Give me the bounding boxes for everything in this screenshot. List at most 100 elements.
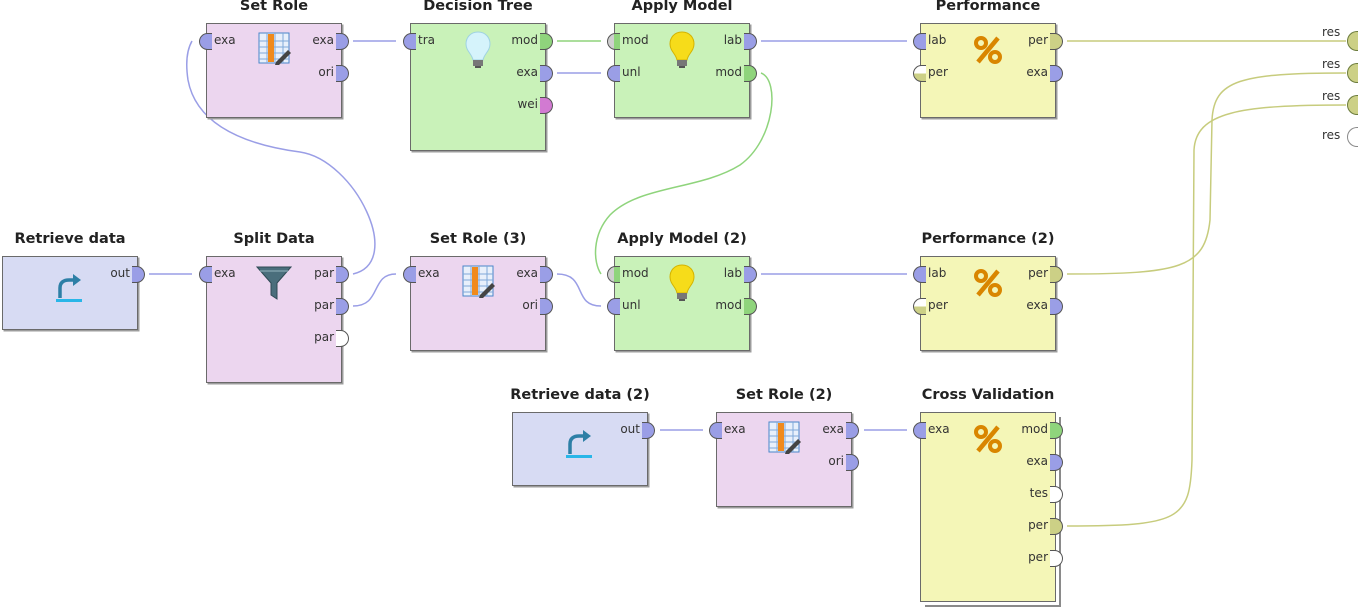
operator-title: Decision Tree: [423, 0, 533, 14]
operator-body[interactable]: [920, 23, 1056, 118]
wire-split-setrole3[interactable]: [352, 273, 397, 307]
port-in-exa[interactable]: [403, 266, 416, 283]
port-out-mod[interactable]: [744, 298, 757, 315]
port-out-exa[interactable]: [540, 65, 553, 82]
port-in-mod[interactable]: [607, 33, 620, 50]
wire-split-setrole[interactable]: [186, 40, 376, 275]
port-out-exa[interactable]: [846, 422, 859, 439]
port-out-exa[interactable]: [540, 266, 553, 283]
port-label: mod: [1021, 422, 1048, 436]
port-in-exa[interactable]: [199, 33, 212, 50]
operator-performance-2[interactable]: Performance (2) lab per per exa: [913, 231, 1063, 351]
port-label: lab: [928, 266, 947, 280]
port-label: mod: [715, 65, 742, 79]
port-in-per[interactable]: [913, 298, 926, 315]
port-label: exa: [516, 266, 538, 280]
port-out-out[interactable]: [132, 266, 145, 283]
port-out-par[interactable]: [336, 330, 349, 347]
port-in-unl[interactable]: [607, 298, 620, 315]
port-out-mod[interactable]: [540, 33, 553, 50]
port-label: exa: [418, 266, 440, 280]
operator-title: Set Role (3): [429, 231, 527, 247]
port-out-out[interactable]: [642, 422, 655, 439]
port-in-exa[interactable]: [199, 266, 212, 283]
port-label: wei: [517, 97, 538, 111]
port-out-wei[interactable]: [540, 97, 553, 114]
operator-apply-model-2[interactable]: Apply Model (2) mod unl lab mod: [607, 231, 757, 351]
port-out-per[interactable]: [1050, 550, 1063, 567]
port-out-par[interactable]: [336, 266, 349, 283]
port-in-per[interactable]: [913, 65, 926, 82]
port-out-tes[interactable]: [1050, 486, 1063, 503]
operator-apply-model[interactable]: Apply Model mod unl lab mod: [607, 0, 757, 118]
port-label: per: [928, 298, 948, 312]
operator-title: Apply Model: [631, 0, 733, 14]
port-out-per[interactable]: [1050, 33, 1063, 50]
port-out-exa[interactable]: [336, 33, 349, 50]
percent-icon: [974, 269, 1002, 297]
operator-title: Performance (2): [921, 231, 1055, 247]
lightbulb-on-icon: [669, 31, 695, 68]
port-out-ori[interactable]: [540, 298, 553, 315]
operator-cross-validation[interactable]: Cross Validation exa mod exa tes per per: [913, 387, 1063, 602]
port-in-lab[interactable]: [913, 33, 926, 50]
operator-retrieve-data-2[interactable]: Retrieve data (2) out: [510, 387, 655, 486]
wire-applymodel-applymodel2[interactable]: [594, 72, 773, 275]
operator-body[interactable]: [920, 412, 1056, 602]
port-label: out: [110, 266, 130, 280]
port-out-ori[interactable]: [846, 454, 859, 471]
port-out-lab[interactable]: [744, 33, 757, 50]
operator-title: Cross Validation: [921, 387, 1055, 403]
result-port-label: res: [1322, 89, 1341, 103]
operator-title: Retrieve data (2): [510, 387, 650, 403]
operator-title: Retrieve data: [14, 231, 126, 247]
wire-performance2-result[interactable]: [1066, 72, 1347, 275]
operator-retrieve-data[interactable]: Retrieve data out: [2, 231, 145, 330]
operator-decision-tree[interactable]: Decision Tree tra mod exa wei: [403, 0, 553, 151]
operator-performance[interactable]: Performance lab per per exa: [913, 0, 1063, 118]
port-in-lab[interactable]: [913, 266, 926, 283]
port-out-per[interactable]: [1050, 518, 1063, 535]
port-label: per: [928, 65, 948, 79]
port-out-exa[interactable]: [1050, 65, 1063, 82]
port-label: lab: [723, 266, 742, 280]
port-label: exa: [516, 65, 538, 79]
port-in-mod[interactable]: [607, 266, 620, 283]
port-out-ori[interactable]: [336, 65, 349, 82]
port-label: per: [1028, 33, 1048, 47]
port-out-lab[interactable]: [744, 266, 757, 283]
operator-title: Set Role (2): [735, 387, 833, 403]
port-out-mod[interactable]: [744, 65, 757, 82]
port-label: par: [314, 330, 334, 344]
port-label: out: [620, 422, 640, 436]
port-out-per[interactable]: [1050, 266, 1063, 283]
wire-setrole3-applymodel2[interactable]: [556, 273, 602, 307]
operator-split-data[interactable]: Split Data exa par par par: [199, 231, 349, 383]
port-in-exa[interactable]: [913, 422, 926, 439]
port-out-par[interactable]: [336, 298, 349, 315]
operator-title: Split Data: [233, 231, 315, 247]
funnel-icon: [256, 266, 292, 300]
operator-title: Apply Model (2): [617, 231, 747, 247]
port-out-exa[interactable]: [1050, 298, 1063, 315]
port-label: per: [1028, 266, 1048, 280]
operator-body[interactable]: [2, 256, 138, 330]
operator-set-role-2[interactable]: Set Role (2) exa exa ori: [709, 387, 859, 507]
port-label: exa: [1026, 298, 1048, 312]
port-in-exa[interactable]: [709, 422, 722, 439]
port-label: exa: [822, 422, 844, 436]
operator-set-role-3[interactable]: Set Role (3) exa exa ori: [403, 231, 553, 351]
wire-crossvalidation-result[interactable]: [1066, 104, 1347, 527]
port-out-mod[interactable]: [1050, 422, 1063, 439]
operator-set-role[interactable]: Set Role exa exa ori: [199, 0, 349, 118]
lightbulb-off-icon: [465, 31, 491, 68]
port-label: lab: [928, 33, 947, 47]
port-in-unl[interactable]: [607, 65, 620, 82]
port-in-tra[interactable]: [403, 33, 416, 50]
port-label: mod: [622, 266, 649, 280]
port-out-exa[interactable]: [1050, 454, 1063, 471]
operator-body[interactable]: [920, 256, 1056, 351]
operator-body[interactable]: [512, 412, 648, 486]
percent-icon: [974, 36, 1002, 64]
